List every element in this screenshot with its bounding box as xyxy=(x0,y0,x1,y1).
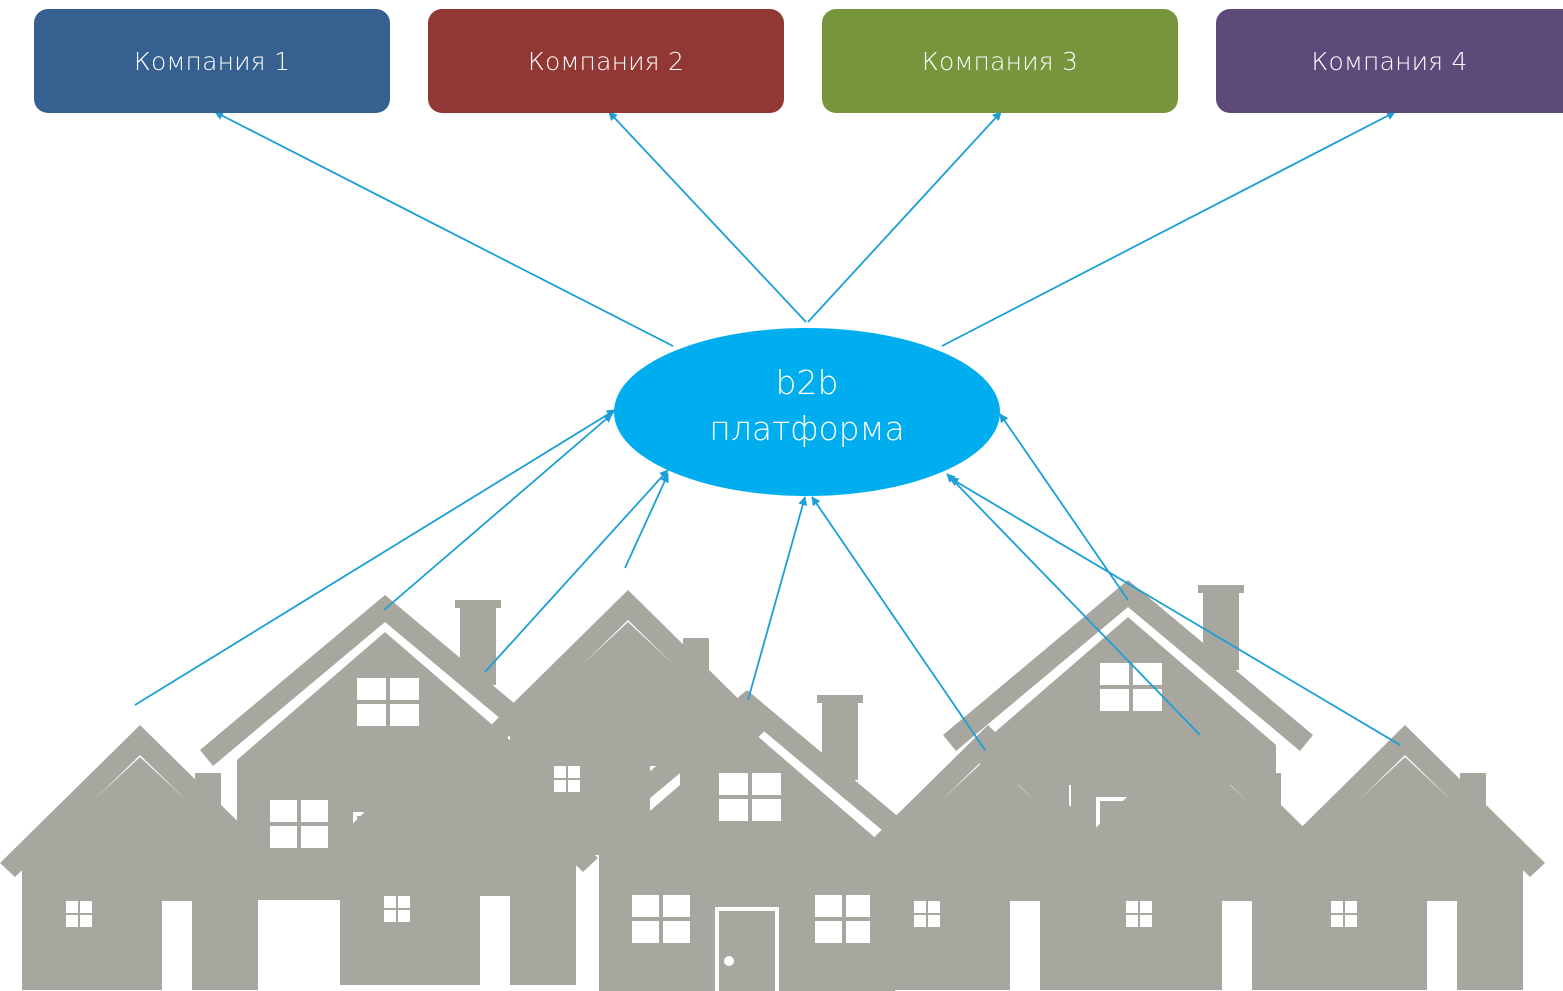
arrow-house-7 xyxy=(946,473,1201,736)
houses xyxy=(0,580,1545,991)
arrow-house-1 xyxy=(134,409,616,706)
platform-label-line1: b2b xyxy=(775,363,839,402)
company-4-box: Компания 4 xyxy=(1216,9,1563,113)
arrow-house-9 xyxy=(949,477,1401,746)
company-4-label: Компания 4 xyxy=(1311,46,1468,76)
arrow-to-company-2 xyxy=(608,111,807,323)
arrow-house-4 xyxy=(624,473,669,569)
company-1-label: Компания 1 xyxy=(133,46,291,76)
platform-ellipse xyxy=(614,328,1000,496)
company-1-box: Компания 1 xyxy=(34,9,390,113)
house-small-far-right xyxy=(1265,725,1545,990)
arrow-house-6 xyxy=(811,496,986,751)
company-arrows xyxy=(214,111,1396,347)
company-3-label: Компания 3 xyxy=(921,46,1079,76)
arrow-house-8 xyxy=(999,413,1129,601)
arrow-to-company-3 xyxy=(807,111,1002,323)
company-2-label: Компания 2 xyxy=(527,46,685,76)
arrow-house-5 xyxy=(747,496,808,701)
arrow-house-3 xyxy=(484,469,669,673)
company-3-box: Компания 3 xyxy=(822,9,1178,113)
platform-label: b2b платформа xyxy=(614,360,1000,452)
house-arrows xyxy=(134,409,1401,751)
platform-label-line2: платформа xyxy=(709,409,905,448)
arrow-to-company-4 xyxy=(941,111,1396,347)
arrow-house-2 xyxy=(383,413,613,611)
company-2-box: Компания 2 xyxy=(428,9,784,113)
arrow-to-company-1 xyxy=(214,111,674,347)
